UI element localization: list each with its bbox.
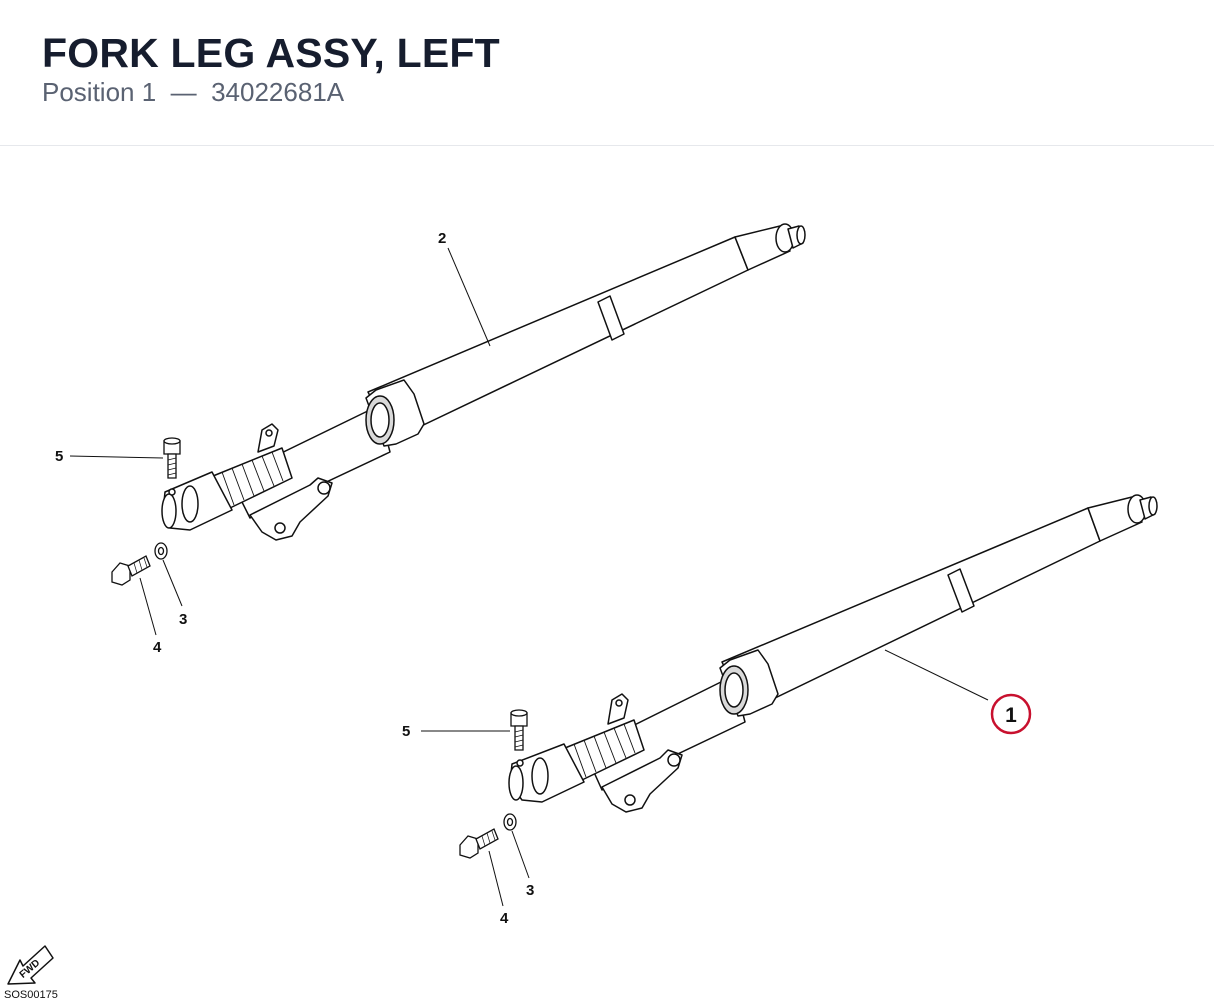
highlighted-callout-1[interactable]: 1 <box>990 693 1032 735</box>
upper-stanchion <box>229 405 391 519</box>
drawing-code: SOS00175 <box>4 989 58 1001</box>
lower-clamp-screw[interactable] <box>510 709 528 751</box>
lower-fender-tab <box>607 693 629 725</box>
callout-upper-4[interactable]: 4 <box>153 639 162 656</box>
upper-fender-tab <box>257 423 279 453</box>
lower-slider-tube <box>721 507 1101 713</box>
upper-washer[interactable] <box>154 542 168 560</box>
lower-axle-bolt[interactable] <box>459 828 499 859</box>
fork-leg-lower[interactable] <box>508 494 1158 813</box>
fork-leg-upper[interactable] <box>161 223 806 541</box>
part-number: 34022681A <box>211 77 345 107</box>
lower-stanchion <box>583 675 746 791</box>
page-header: FORK LEG ASSY, LEFT Position 1 — 3402268… <box>0 0 1214 146</box>
upper-slider-tube <box>367 236 749 441</box>
callout-upper-2[interactable]: 2 <box>438 230 446 247</box>
callout-upper-3[interactable]: 3 <box>179 611 187 628</box>
lower-washer[interactable] <box>503 813 517 831</box>
callout-lower-4[interactable]: 4 <box>500 910 509 927</box>
upper-axle-bolt[interactable] <box>111 555 151 586</box>
callout-upper-5[interactable]: 5 <box>55 448 63 465</box>
page-title: FORK LEG ASSY, LEFT <box>42 30 500 76</box>
forward-arrow-icon: FWD <box>7 945 54 985</box>
lower-caliper-bracket <box>601 749 683 813</box>
leader-lines <box>69 247 989 907</box>
callout-lower-3[interactable]: 3 <box>526 882 534 899</box>
upper-caliper-bracket <box>249 477 333 541</box>
lower-collar-ring <box>947 568 975 613</box>
subtitle-separator: — <box>170 77 197 107</box>
callout-lower-1: 1 <box>1005 704 1017 727</box>
upper-clamp-screw[interactable] <box>163 437 181 479</box>
callout-lower-5[interactable]: 5 <box>402 723 410 740</box>
upper-collar-ring <box>597 295 625 341</box>
position-label: Position 1 <box>42 77 157 107</box>
page-subtitle: Position 1 — 34022681A <box>42 77 344 108</box>
highlight-ring <box>990 693 1032 735</box>
